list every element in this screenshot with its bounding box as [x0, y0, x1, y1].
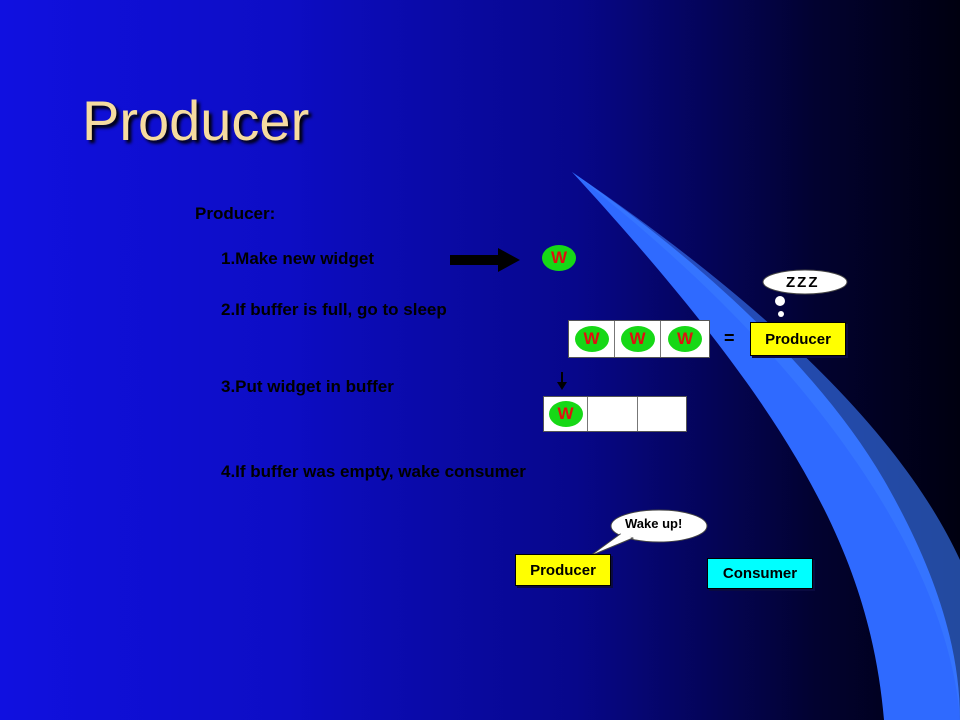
buffer-cell: W [661, 321, 709, 357]
widget-icon: W [668, 326, 702, 352]
full-buffer: W W W [568, 320, 710, 358]
wake-up-text: Wake up! [625, 516, 683, 531]
step-2: 2.If buffer is full, go to sleep [221, 300, 447, 319]
widget-letter: W [557, 404, 574, 423]
arrow-down-icon [557, 372, 567, 390]
equals-sign: = [724, 328, 735, 348]
widget-icon: W [574, 326, 609, 352]
producer-sleeping-label: Producer [750, 322, 846, 356]
widget-icon: W [548, 401, 583, 427]
step-1: 1.Make new widget [221, 249, 375, 268]
buffer-one-widget: W [543, 396, 687, 432]
buffer-cell: W [615, 321, 661, 357]
widget-letter: W [583, 329, 600, 348]
widget-icon: W [620, 326, 655, 352]
slide-title: Producer [82, 89, 310, 152]
widget-icon: W [542, 245, 576, 271]
consumer-label: Consumer [707, 558, 813, 589]
step-3: 3.Put widget in buffer [221, 377, 394, 396]
buffer-cell-empty [588, 397, 638, 431]
buffer-cell-empty [638, 397, 686, 431]
buffer-cell: W [569, 321, 615, 357]
widget-letter: W [629, 329, 646, 348]
sleep-text: ZZZ [786, 274, 820, 291]
speech-bubble [589, 509, 708, 557]
widget-letter: W [676, 329, 694, 348]
widget-letter: W [550, 248, 568, 267]
producer-heading: Producer: [195, 204, 276, 223]
buffer-cell: W [544, 397, 588, 431]
producer-waking-label: Producer [515, 554, 611, 586]
step-4: 4.If buffer was empty, wake consumer [221, 462, 526, 481]
arrow-right-icon [450, 248, 520, 272]
thought-bubble [762, 269, 848, 317]
